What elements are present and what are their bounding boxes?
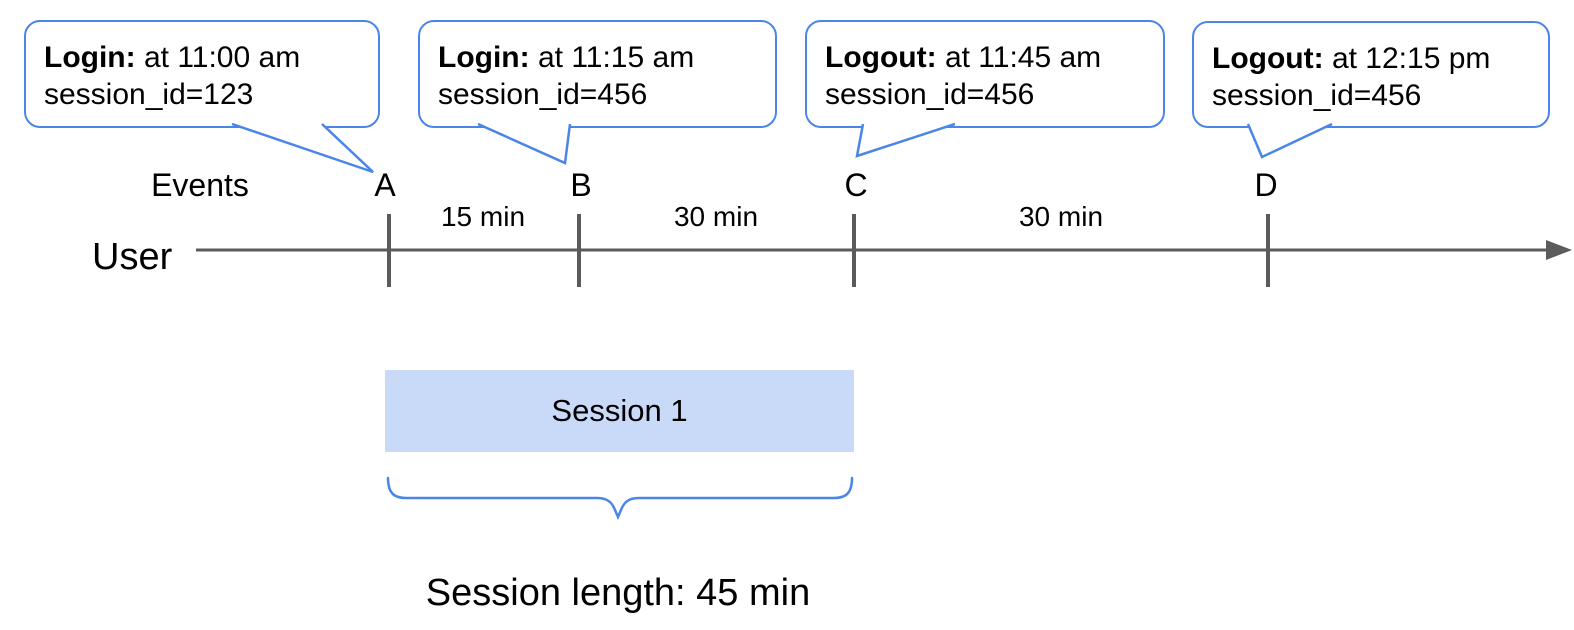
callout-tail-b [477, 122, 572, 165]
event-type-label: Logout: [825, 41, 937, 74]
event-type-label: Logout: [1212, 42, 1324, 75]
event-type-label: Login: [438, 41, 530, 74]
event-letter-a: A [374, 167, 396, 203]
interval-a-b: 15 min [440, 201, 526, 232]
callout-tail-c [855, 122, 956, 158]
events-axis-label: Events [151, 167, 249, 203]
event-time: at 11:15 am [529, 41, 695, 74]
callout-login-a: Login: at 11:00 am session_id=123 [24, 20, 380, 128]
callout-tail-a [231, 122, 374, 174]
user-lane-label: User [92, 236, 173, 278]
callout-line1: Logout: at 12:15 pm [1212, 40, 1530, 77]
callout-logout-d: Logout: at 12:15 pm session_id=456 [1192, 21, 1550, 128]
session-1-box: Session 1 [385, 370, 854, 452]
session-length-label: Session length: 45 min [425, 572, 811, 614]
event-time: at 11:00 am [135, 41, 301, 74]
session-length-brace [386, 476, 854, 521]
event-letter-b: B [570, 167, 592, 203]
event-letter-d: D [1254, 167, 1278, 203]
event-letter-c: C [844, 167, 868, 203]
callout-login-b: Login: at 11:15 am session_id=456 [418, 20, 777, 128]
callout-line1: Logout: at 11:45 am [825, 39, 1145, 76]
callout-tail-d [1246, 122, 1333, 159]
callout-logout-c: Logout: at 11:45 am session_id=456 [805, 20, 1165, 128]
callout-line1: Login: at 11:00 am [44, 39, 360, 76]
callout-line1: Login: at 11:15 am [438, 39, 757, 76]
event-time: at 12:15 pm [1323, 42, 1491, 75]
event-time: at 11:45 am [936, 41, 1102, 74]
interval-c-d: 30 min [1018, 201, 1104, 232]
callout-session-id: session_id=456 [825, 78, 1035, 111]
event-type-label: Login: [44, 41, 136, 74]
interval-b-c: 30 min [673, 201, 759, 232]
callout-session-id: session_id=123 [44, 78, 254, 111]
callout-session-id: session_id=456 [438, 78, 648, 111]
timeline-arrowhead-icon [1546, 240, 1572, 260]
session-1-label: Session 1 [551, 393, 688, 428]
callout-session-id: session_id=456 [1212, 79, 1422, 112]
